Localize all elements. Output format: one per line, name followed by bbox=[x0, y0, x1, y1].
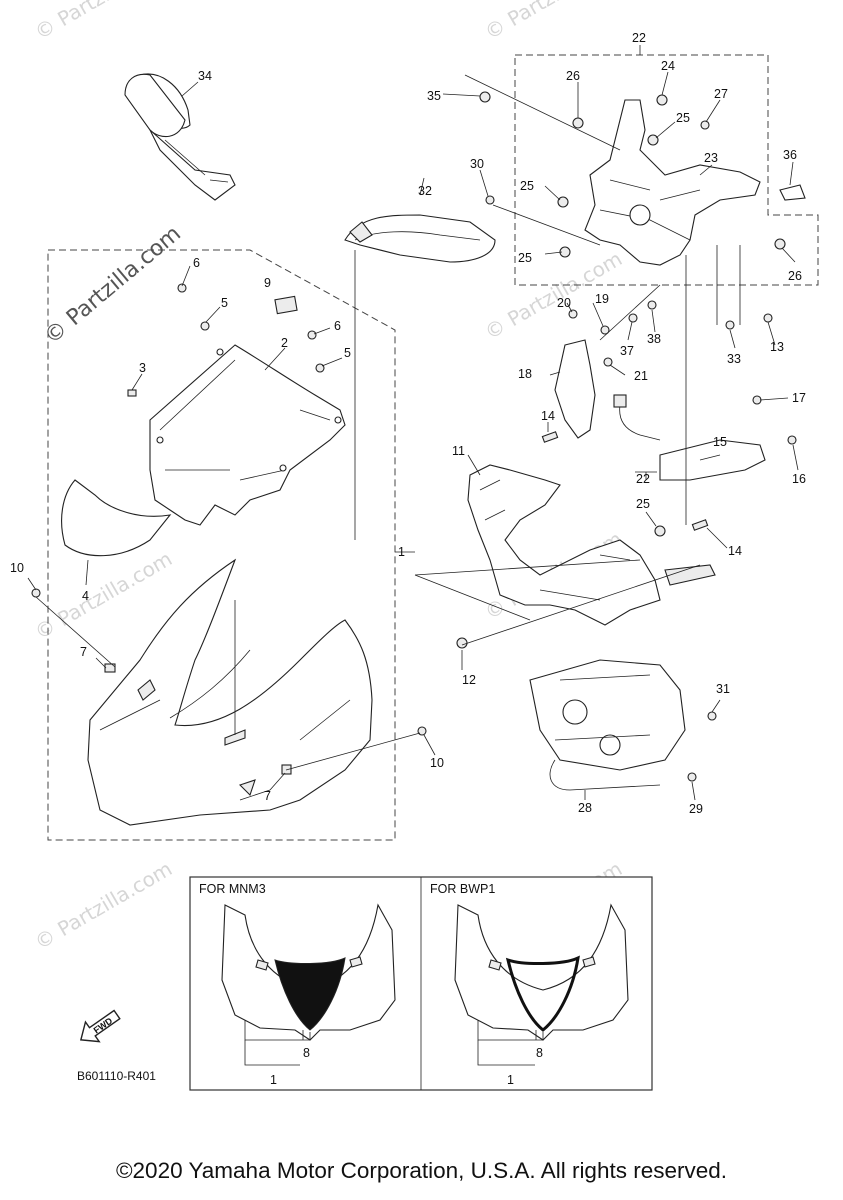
part-2-windscreen bbox=[149, 344, 346, 526]
callout: 6 bbox=[193, 256, 200, 270]
watermark-text: © Partzilla.com bbox=[481, 0, 627, 44]
callout: 12 bbox=[462, 673, 476, 687]
part-32-cover bbox=[344, 214, 496, 263]
watermark-text-main: © Partzilla.com bbox=[40, 221, 186, 349]
inset-callout: 1 bbox=[507, 1073, 514, 1087]
callout: 2 bbox=[281, 336, 288, 350]
callout: 29 bbox=[689, 802, 703, 816]
callout: 21 bbox=[634, 369, 648, 383]
callout: 18 bbox=[518, 367, 532, 381]
callout: 11 bbox=[452, 444, 465, 458]
callout: 10 bbox=[10, 561, 24, 575]
copyright-notice: ©2020 Yamaha Motor Corporation, U.S.A. A… bbox=[115, 1158, 728, 1183]
callout: 36 bbox=[783, 148, 797, 162]
callout: 16 bbox=[792, 472, 806, 486]
diagram-code: B601110-R401 bbox=[77, 1069, 156, 1083]
callout: 22 bbox=[636, 472, 650, 486]
callout: 9 bbox=[264, 276, 271, 290]
inset-callout: 1 bbox=[270, 1073, 277, 1087]
callout: 6 bbox=[334, 319, 341, 333]
callout: 35 bbox=[427, 89, 441, 103]
callout: 25 bbox=[518, 251, 532, 265]
inset-box: FOR MNM3 FOR BWP1 8 8 1 1 bbox=[189, 876, 653, 1091]
callout: 32 bbox=[418, 184, 432, 198]
callout: 31 bbox=[716, 682, 730, 696]
inset-cowl-mnm3 bbox=[221, 903, 396, 1041]
callout: 25 bbox=[520, 179, 534, 193]
callout: 25 bbox=[676, 111, 690, 125]
watermark-text: © Partzilla.com bbox=[31, 546, 177, 644]
part-3-clip bbox=[127, 389, 137, 397]
callout: 17 bbox=[792, 391, 806, 405]
callout: 37 bbox=[620, 344, 634, 358]
part-18-wire bbox=[619, 404, 661, 441]
callout: 20 bbox=[557, 296, 571, 310]
inset-label-mnm3: FOR MNM3 bbox=[199, 882, 266, 896]
callout: 10 bbox=[430, 756, 444, 770]
inset-cowl-bwp1 bbox=[454, 903, 629, 1041]
callout: 19 bbox=[595, 292, 609, 306]
callout: 4 bbox=[82, 589, 89, 603]
callout: 30 bbox=[470, 157, 484, 171]
inset-callout: 8 bbox=[303, 1046, 310, 1060]
callout: 25 bbox=[636, 497, 650, 511]
callout: 28 bbox=[578, 801, 592, 815]
callout: 26 bbox=[788, 269, 802, 283]
callout: 22 bbox=[632, 31, 646, 45]
callout: 26 bbox=[566, 69, 580, 83]
callout: 14 bbox=[541, 409, 555, 423]
part-22-stay bbox=[584, 99, 761, 266]
watermark-text: © Partzilla.com bbox=[31, 856, 177, 954]
watermark-text: © Partzilla.com bbox=[31, 0, 177, 44]
stay-group-outline bbox=[514, 54, 819, 286]
windscreen-group-outline bbox=[47, 249, 396, 841]
stay-fasteners bbox=[456, 91, 806, 649]
part-9-label bbox=[274, 295, 298, 315]
part-18-bracket bbox=[554, 339, 596, 439]
callout: 23 bbox=[704, 151, 718, 165]
group-boundaries bbox=[47, 54, 819, 841]
callout: 5 bbox=[221, 296, 228, 310]
fwd-arrow-icon: FWD bbox=[80, 1009, 121, 1043]
callout: 34 bbox=[198, 69, 212, 83]
callout: 3 bbox=[139, 361, 146, 375]
callout: 38 bbox=[647, 332, 661, 346]
callout: 13 bbox=[770, 340, 784, 354]
leader-lines bbox=[27, 45, 799, 801]
callout: 7 bbox=[264, 789, 271, 803]
callout: 5 bbox=[344, 346, 351, 360]
part-11-inner-panel bbox=[467, 464, 716, 626]
callout: 15 bbox=[713, 435, 727, 449]
callout-numbers: 34 6 9 5 6 2 5 3 1 10 4 7 10 7 32 22 24 … bbox=[10, 31, 806, 816]
callout: 27 bbox=[714, 87, 728, 101]
callout: 24 bbox=[661, 59, 675, 73]
part-4-decal bbox=[61, 479, 172, 557]
inset-callout: 8 bbox=[536, 1046, 543, 1060]
inset-label-bwp1: FOR BWP1 bbox=[430, 882, 495, 896]
callout: 14 bbox=[728, 544, 742, 558]
callout: 7 bbox=[80, 645, 87, 659]
part-18-connector bbox=[613, 394, 627, 408]
part-1-cowling bbox=[87, 558, 373, 826]
callout: 33 bbox=[727, 352, 741, 366]
headlight-assembly bbox=[529, 659, 717, 791]
part-34-mirror bbox=[124, 73, 236, 201]
callout: 1 bbox=[398, 545, 405, 559]
